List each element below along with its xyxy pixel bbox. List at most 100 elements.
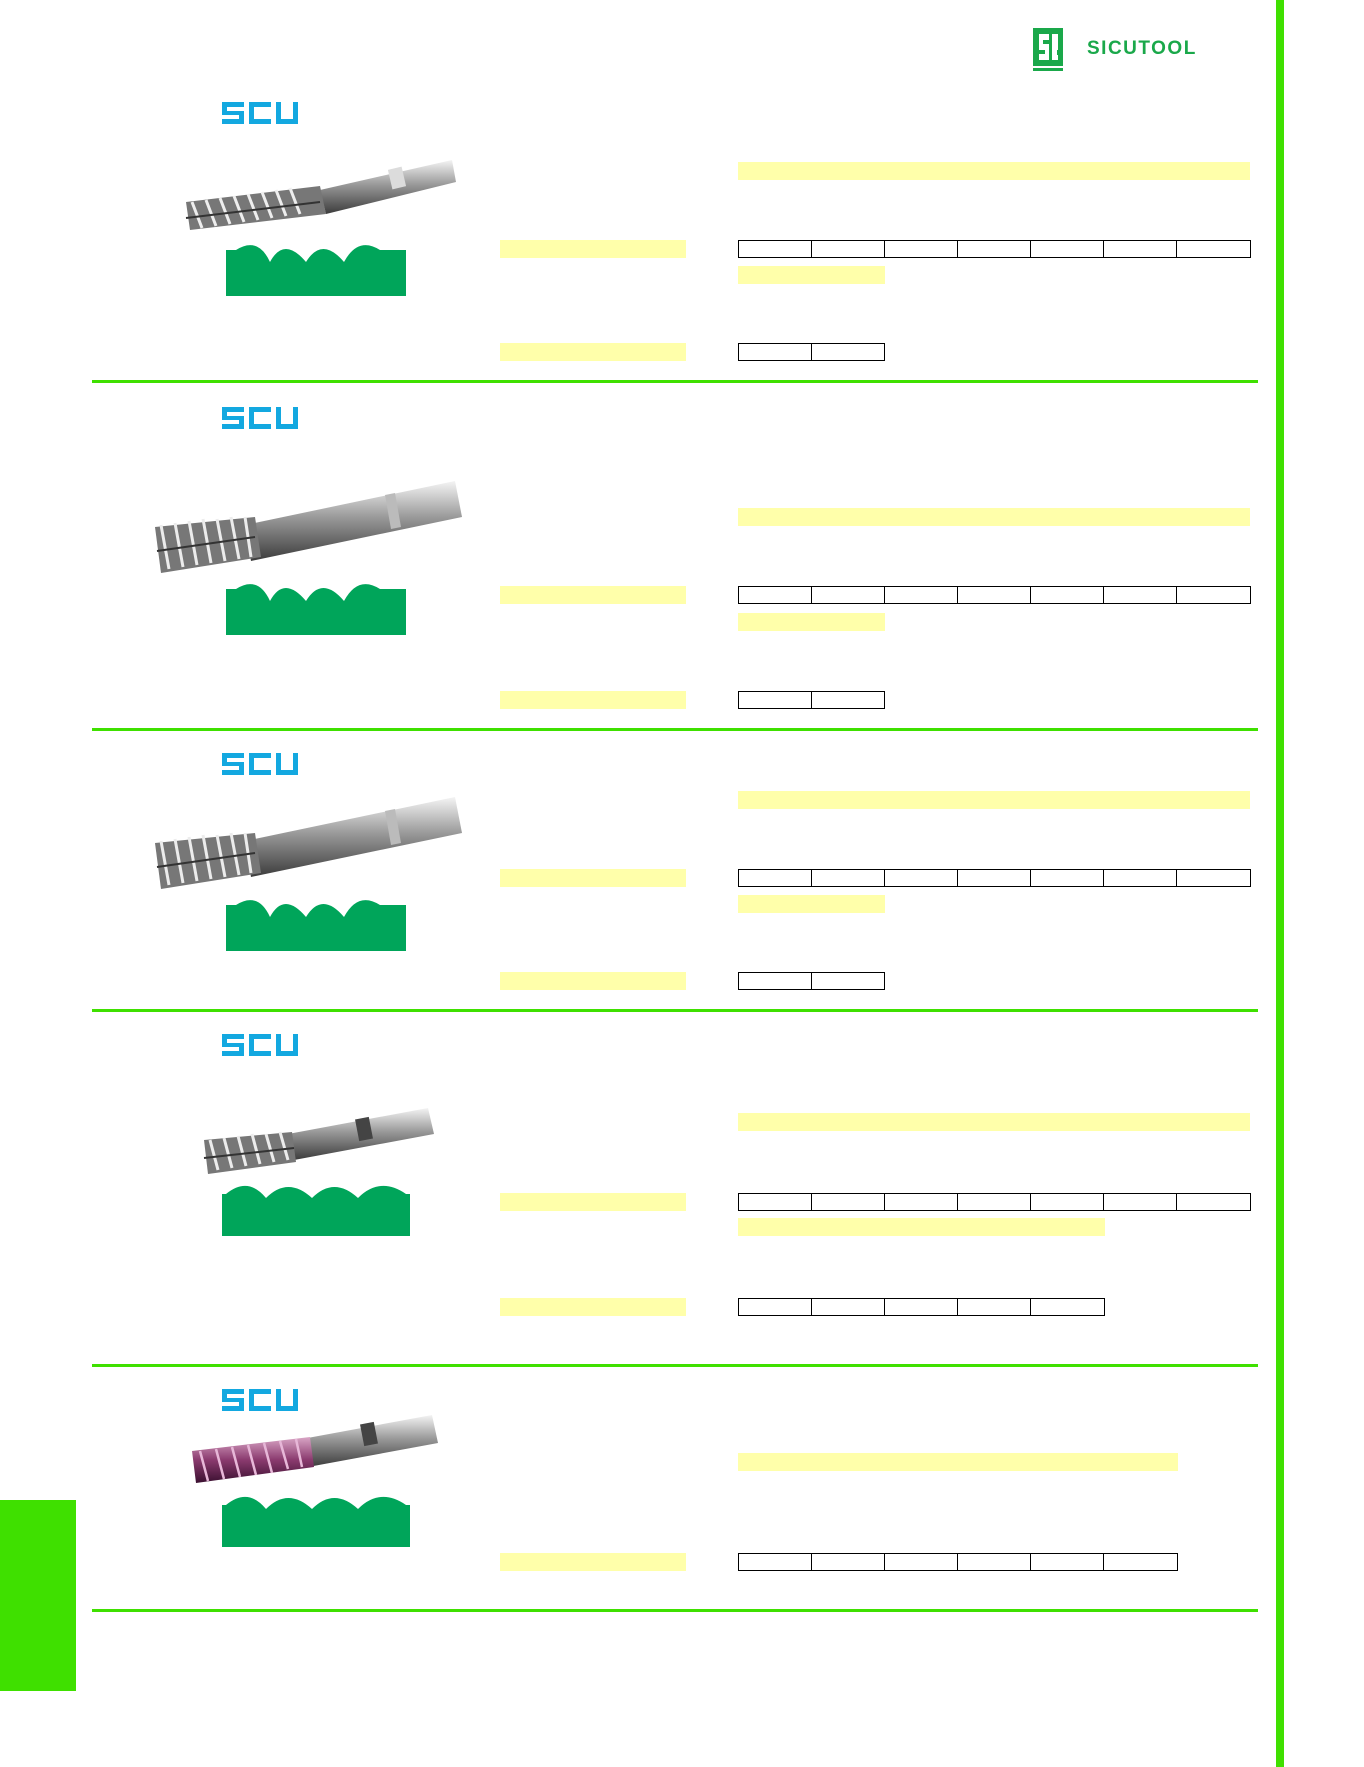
dimension-table-small (738, 691, 885, 709)
sub-highlight-bar (738, 266, 885, 284)
spec-highlight-bar (738, 162, 1250, 180)
table-cell (958, 587, 1031, 603)
table-cell (739, 1554, 812, 1570)
sub-highlight-bar (738, 613, 885, 631)
table-cell (812, 1554, 885, 1570)
table-cell (885, 1554, 958, 1570)
row-label-highlight (500, 1193, 686, 1211)
row-label-highlight (500, 1553, 686, 1571)
spec-highlight-bar (738, 508, 1250, 526)
rougher-end-mill-long-neck-icon (155, 481, 462, 573)
sub-highlight-bar (738, 1218, 1105, 1236)
logo-text: SICUTOOL (1087, 38, 1197, 59)
table-cell (885, 870, 958, 886)
dimension-table-small (738, 1298, 1105, 1316)
scu-badge-icon (222, 1034, 298, 1056)
table-cell (1177, 870, 1250, 886)
chapter-tab (0, 1500, 76, 1691)
table-cell (739, 1194, 812, 1210)
row-label-highlight (500, 869, 686, 887)
product-section-4 (0, 1012, 1276, 1365)
table-cell (1031, 1194, 1104, 1210)
table-cell (812, 870, 885, 886)
table-cell (739, 973, 812, 989)
table-cell (958, 241, 1031, 257)
section-divider (92, 1364, 1258, 1367)
product-section-3 (0, 731, 1276, 1011)
scu-badge-icon (222, 407, 298, 429)
row-label-highlight (500, 240, 686, 258)
table-cell (812, 241, 885, 257)
wave-profile-icon (222, 1185, 410, 1236)
table-cell (1177, 587, 1250, 603)
sicutool-logo: SICUTOOL (1033, 28, 1223, 72)
table-cell (1031, 1299, 1104, 1315)
table-cell (739, 692, 812, 708)
table-cell (739, 1299, 812, 1315)
spec-highlight-bar (738, 1113, 1250, 1131)
section-divider (92, 380, 1258, 383)
table-cell (958, 870, 1031, 886)
product-section-1 (0, 0, 1276, 380)
table-cell (958, 1299, 1031, 1315)
table-cell (885, 1299, 958, 1315)
dimension-table (738, 240, 1251, 258)
row-label-highlight (500, 586, 686, 604)
table-cell (812, 1299, 885, 1315)
dimension-table (738, 586, 1251, 604)
spec-highlight-bar (738, 791, 1250, 809)
scu-badge-icon (222, 1389, 298, 1411)
dimension-table (738, 1193, 1251, 1211)
table-cell (1031, 870, 1104, 886)
sicutool-logo-icon (1033, 28, 1063, 71)
row-label-highlight (500, 972, 686, 990)
table-cell (739, 587, 812, 603)
table-cell (958, 1554, 1031, 1570)
table-cell (739, 241, 812, 257)
spec-highlight-bar (738, 1453, 1178, 1471)
sub-highlight-bar (738, 895, 885, 913)
table-cell (812, 344, 885, 360)
row-label-highlight (500, 1298, 686, 1316)
scu-badge-icon (222, 102, 298, 124)
rougher-end-mill-short-icon (203, 1108, 434, 1174)
product-section-2 (0, 383, 1276, 730)
table-cell (1104, 241, 1177, 257)
table-cell (885, 587, 958, 603)
row-label-highlight (500, 343, 686, 361)
coated-rougher-end-mill-icon (192, 1415, 438, 1483)
table-cell (1177, 1194, 1250, 1210)
table-cell (885, 1194, 958, 1210)
table-cell (1031, 1554, 1104, 1570)
table-cell (812, 692, 885, 708)
table-cell (1104, 1554, 1177, 1570)
table-cell (1104, 587, 1177, 603)
dimension-table-small (738, 972, 885, 990)
table-cell (1031, 241, 1104, 257)
table-cell (958, 1194, 1031, 1210)
section-divider (92, 1609, 1258, 1612)
table-cell (812, 1194, 885, 1210)
dimension-table (738, 869, 1251, 887)
wave-profile-icon (222, 1496, 410, 1547)
round-tooth-profile-icon (226, 900, 406, 951)
table-cell (739, 870, 812, 886)
product-section-5 (0, 1367, 1276, 1611)
table-cell (812, 973, 885, 989)
section-divider (92, 728, 1258, 731)
rougher-end-mill-long-neck-icon (155, 797, 462, 889)
section-divider (92, 1009, 1258, 1012)
table-cell (885, 241, 958, 257)
right-edge-bar (1276, 0, 1284, 1767)
table-cell (1177, 241, 1250, 257)
table-cell (739, 344, 812, 360)
table-cell (1104, 1194, 1177, 1210)
dimension-table-small (738, 343, 885, 361)
round-tooth-profile-icon (226, 584, 406, 635)
scu-badge-icon (222, 753, 298, 775)
rougher-end-mill-icon (185, 160, 456, 230)
table-cell (1031, 587, 1104, 603)
row-label-highlight (500, 691, 686, 709)
table-cell (812, 587, 885, 603)
table-cell (1104, 870, 1177, 886)
